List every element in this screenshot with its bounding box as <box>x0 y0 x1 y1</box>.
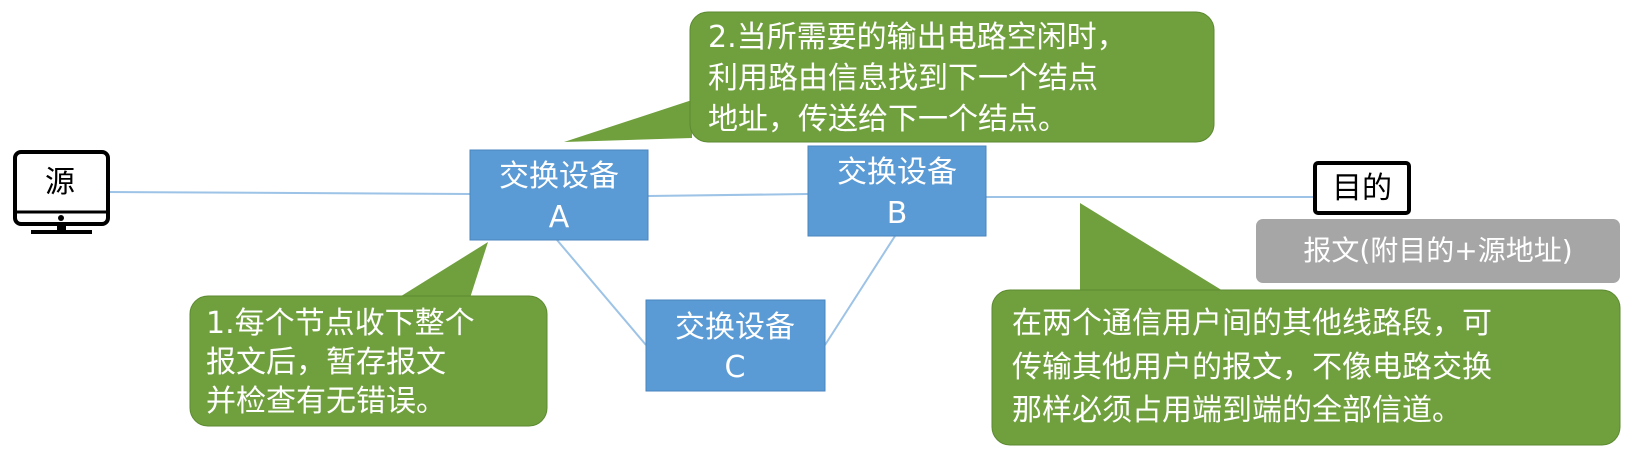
destination-label: 目的 <box>1332 171 1392 206</box>
callout-step1-tail <box>398 242 488 298</box>
callout-step2-line1: 2.当所需要的输出电路空闲时， <box>708 20 1127 55</box>
link-a-b <box>647 193 809 197</box>
callout-step1-line1: 1.每个节点收下整个 <box>206 306 475 341</box>
callout-note: 在两个通信用户间的其他线路段，可 传输其他用户的报文，不像电路交换 那样必须占用… <box>991 203 1621 446</box>
callout-note-tail <box>1080 203 1228 294</box>
callout-step2-line2: 利用路由信息找到下一个结点 <box>708 61 1098 96</box>
monitor-base <box>31 230 92 234</box>
message-label: 报文(附目的+源地址) <box>1303 234 1572 267</box>
message-packet: 报文(附目的+源地址) <box>1256 219 1620 283</box>
source-label: 源 <box>45 165 75 200</box>
link-a-c <box>556 239 647 346</box>
callout-step1-line3: 并检查有无错误。 <box>206 384 446 419</box>
destination-box <box>1313 161 1411 215</box>
device-b-id: B <box>887 196 908 231</box>
link-source-a <box>107 191 471 195</box>
callout-step1-box <box>189 295 548 427</box>
callout-step1: 1.每个节点收下整个 报文后，暂存报文 并检查有无错误。 <box>189 242 548 427</box>
source-computer: 源 <box>13 150 110 234</box>
device-b-title: 交换设备 <box>837 155 957 190</box>
callout-note-box <box>991 289 1621 446</box>
device-a-title: 交换设备 <box>499 159 619 194</box>
callout-step2-box <box>689 11 1215 143</box>
device-a-box <box>469 149 649 241</box>
callout-step2-line3: 地址，传送给下一个结点。 <box>708 102 1068 137</box>
destination-node: 目的 <box>1313 161 1411 215</box>
callout-step2-tail <box>564 100 692 142</box>
device-c-box <box>645 299 826 392</box>
device-a-id: A <box>549 200 570 235</box>
device-b-box <box>807 145 987 237</box>
monitor-power-dot <box>58 215 64 221</box>
callout-note-line1: 在两个通信用户间的其他线路段，可 <box>1012 306 1492 341</box>
callout-note-line3: 那样必须占用端到端的全部信道。 <box>1012 393 1462 428</box>
switch-device-b: 交换设备 B <box>807 145 987 237</box>
device-c-title: 交换设备 <box>675 310 795 345</box>
callout-step1-line2: 报文后，暂存报文 <box>206 345 446 380</box>
monitor-stand <box>57 224 66 231</box>
link-b-c <box>824 235 896 346</box>
switch-device-c: 交换设备 C <box>645 299 826 392</box>
callout-step2: 2.当所需要的输出电路空闲时， 利用路由信息找到下一个结点 地址，传送给下一个结… <box>564 11 1215 143</box>
message-box <box>1256 219 1620 283</box>
network-links <box>107 191 1315 346</box>
device-c-id: C <box>725 350 746 385</box>
callout-note-line2: 传输其他用户的报文，不像电路交换 <box>1012 350 1492 385</box>
switch-device-a: 交换设备 A <box>469 149 649 241</box>
